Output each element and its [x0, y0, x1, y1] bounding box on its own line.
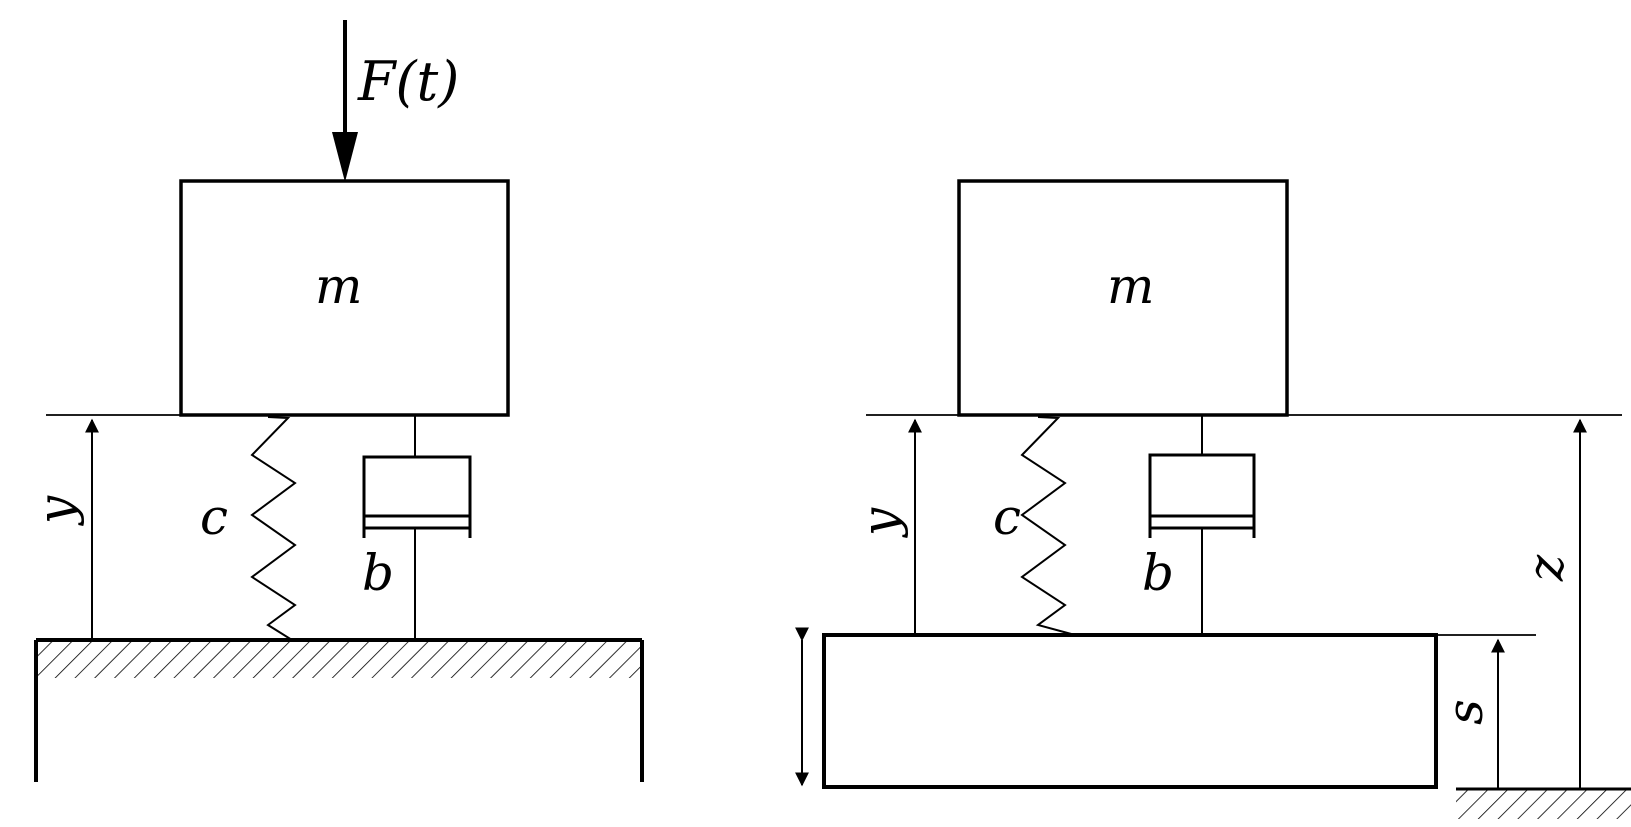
ground [34, 638, 644, 782]
left-system: F(t) m c b y [27, 20, 644, 782]
spring-label: c [993, 488, 1021, 546]
absolute-displacement-label: z [1517, 554, 1575, 582]
spring [1020, 416, 1076, 636]
spring-label: c [200, 488, 228, 546]
fixed-ground [1456, 787, 1631, 819]
force-label: F(t) [357, 50, 459, 113]
damper-label: b [362, 544, 394, 602]
force-arrow [332, 20, 358, 182]
base-displacement-label: s [1436, 699, 1494, 725]
spring [250, 416, 297, 641]
right-system: m c b y s z [795, 179, 1631, 819]
relative-displacement-label: y [851, 507, 909, 538]
moving-base [822, 633, 1438, 789]
damper-label: b [1142, 544, 1174, 602]
damper [362, 415, 472, 640]
displacement-label: y [27, 495, 85, 526]
mass-label: m [1107, 257, 1154, 315]
damper [1148, 415, 1256, 635]
mass-label: m [315, 257, 362, 315]
